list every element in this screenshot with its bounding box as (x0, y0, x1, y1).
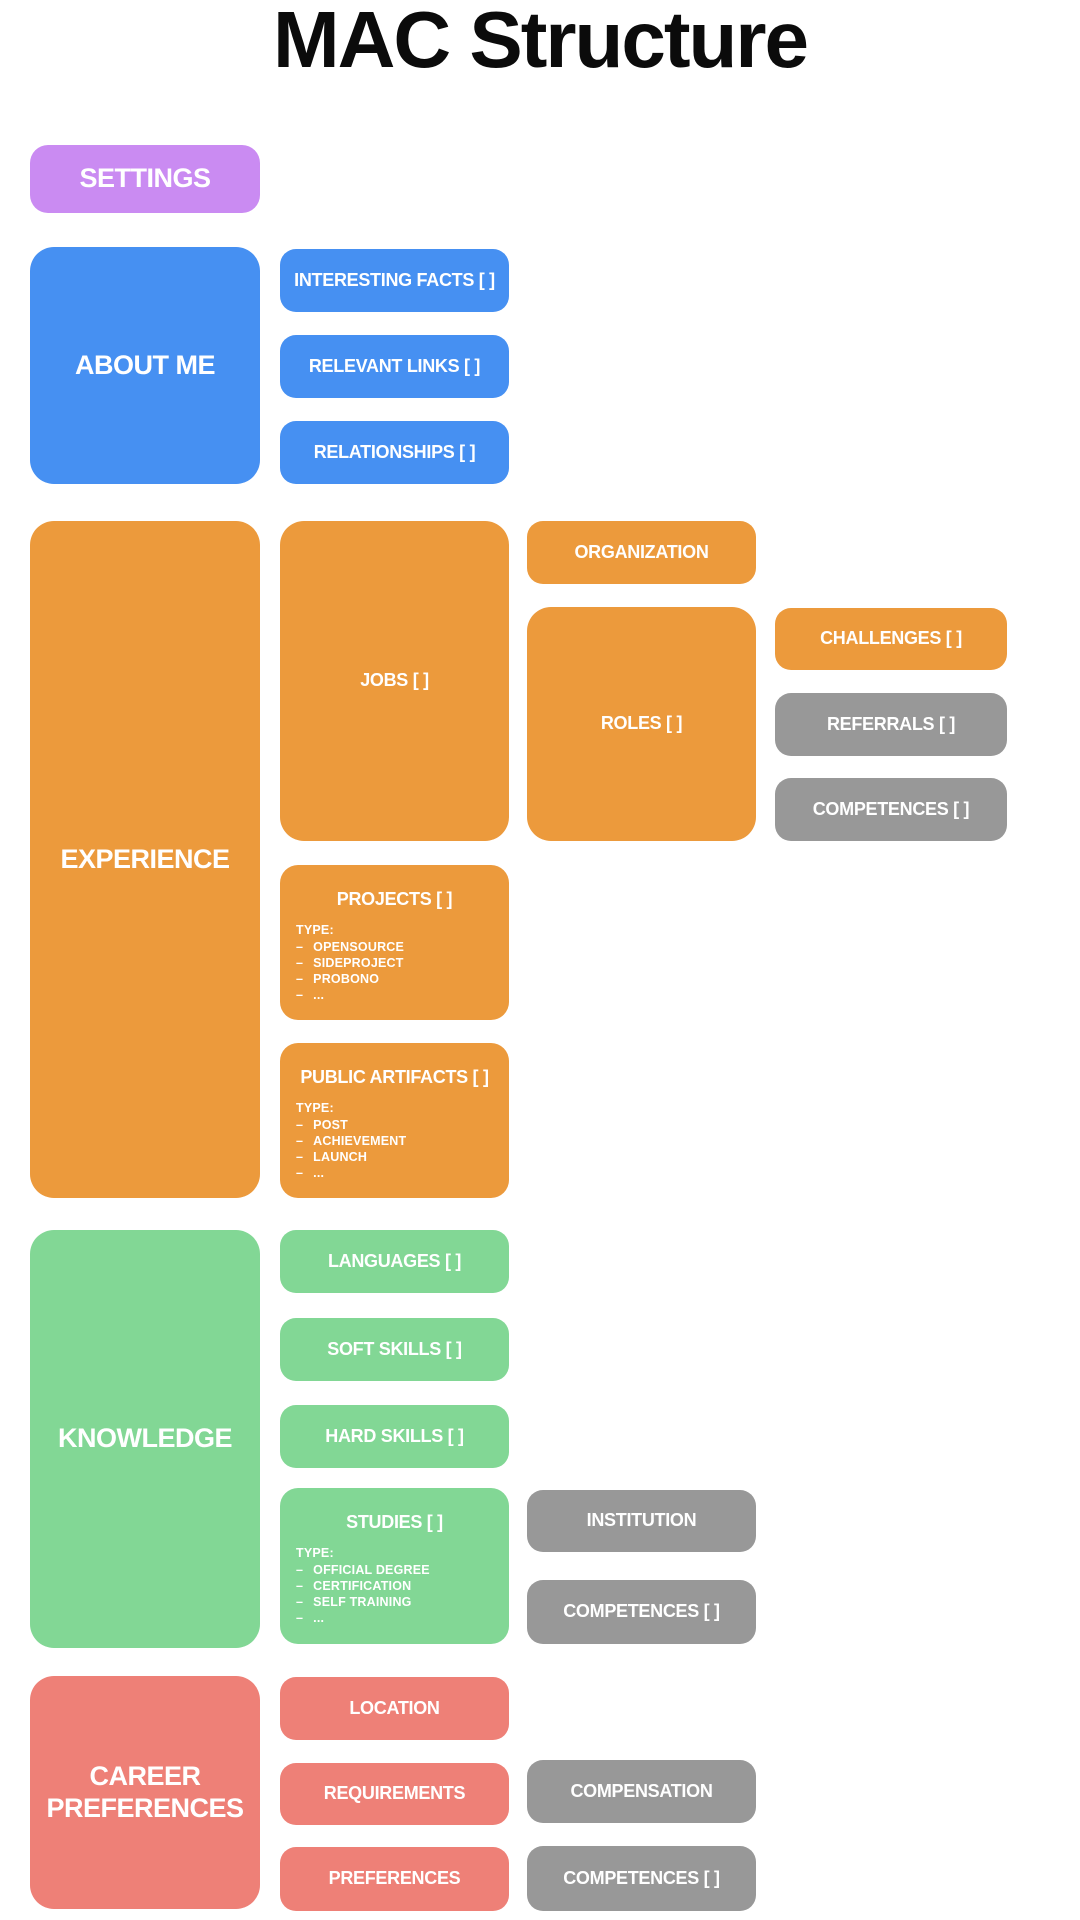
type-label: TYPE: (296, 922, 334, 937)
knowledge-label: KNOWLEDGE (58, 1423, 233, 1454)
interesting-facts-block: INTERESTING FACTS [ ] (280, 249, 509, 312)
type-label: TYPE: (296, 1100, 334, 1115)
roles-block: ROLES [ ] (527, 607, 756, 841)
type-item: ACHIEVEMENT (296, 1134, 499, 1148)
relationships-label: RELATIONSHIPS [ ] (313, 441, 476, 462)
knowledge-block: KNOWLEDGE (30, 1230, 260, 1648)
type-item: SIDEPROJECT (296, 956, 499, 970)
preferences-block: PREFERENCES (280, 1847, 509, 1911)
public-artifacts-label: PUBLIC ARTIFACTS [ ] (300, 1067, 489, 1087)
public-artifacts-type-list: POST ACHIEVEMENT LAUNCH... (296, 1118, 499, 1180)
hard-skills-label: HARD SKILLS [ ] (325, 1425, 464, 1446)
public-artifacts-block: PUBLIC ARTIFACTS [ ] TYPE: POST ACHIEVEME… (280, 1043, 509, 1198)
institution-block: INSTITUTION (527, 1490, 756, 1552)
challenges-label: CHALLENGES [ ] (820, 628, 962, 649)
page-title: MAC Structure (272, 0, 809, 84)
roles-competences-block: COMPETENCES [ ] (775, 778, 1007, 841)
settings-block: SETTINGS (30, 145, 260, 213)
type-item: ... (296, 1166, 499, 1180)
requirements-block: REQUIREMENTS (280, 1763, 509, 1825)
type-item: SELF TRAINING (296, 1595, 499, 1609)
institution-label: INSTITUTION (586, 1510, 697, 1531)
location-label: LOCATION (349, 1697, 440, 1718)
studies-competences-block: COMPETENCES [ ] (527, 1580, 756, 1644)
organization-block: ORGANIZATION (527, 521, 756, 584)
compensation-label: COMPENSATION (570, 1780, 713, 1801)
roles-competences-label: COMPETENCES [ ] (812, 798, 970, 819)
interesting-facts-label: INTERESTING FACTS [ ] (294, 269, 495, 290)
type-item: OPENSOURCE (296, 940, 499, 954)
about-me-block: ABOUT ME (30, 247, 260, 484)
compensation-block: COMPENSATION (527, 1760, 756, 1823)
organization-label: ORGANIZATION (574, 541, 709, 562)
location-block: LOCATION (280, 1677, 509, 1740)
relevant-links-block: RELEVANT LINKS [ ] (280, 335, 509, 398)
studies-label: STUDIES [ ] (346, 1512, 443, 1532)
experience-block: EXPERIENCE (30, 521, 260, 1198)
soft-skills-block: SOFT SKILLS [ ] (280, 1318, 509, 1381)
referrals-block: REFERRALS [ ] (775, 693, 1007, 756)
type-item: LAUNCH (296, 1150, 499, 1164)
relevant-links-label: RELEVANT LINKS [ ] (308, 355, 481, 376)
projects-type-section: TYPE: OPENSOURCE SIDEPROJECT PROBONO... (280, 910, 509, 1002)
type-label: TYPE: (296, 1545, 334, 1560)
projects-label: PROJECTS [ ] (336, 889, 453, 909)
type-item: OFFICIAL DEGREE (296, 1563, 499, 1577)
hard-skills-block: HARD SKILLS [ ] (280, 1405, 509, 1468)
studies-competences-label: COMPETENCES [ ] (563, 1601, 720, 1622)
public-artifacts-type-section: TYPE: POST ACHIEVEMENT LAUNCH... (280, 1088, 509, 1180)
career-competences-block: COMPETENCES [ ] (527, 1846, 756, 1911)
soft-skills-label: SOFT SKILLS [ ] (327, 1338, 462, 1359)
projects-block: PROJECTS [ ] TYPE: OPENSOURCE SIDEPROJECT… (280, 865, 509, 1020)
career-competences-label: COMPETENCES [ ] (563, 1867, 720, 1888)
type-item: PROBONO (296, 972, 499, 986)
preferences-label: PREFERENCES (328, 1868, 461, 1889)
challenges-block: CHALLENGES [ ] (775, 608, 1007, 670)
experience-label: EXPERIENCE (60, 843, 230, 874)
settings-label: SETTINGS (79, 163, 211, 194)
career-preferences-label: CAREER PREFERENCES (46, 1761, 244, 1823)
roles-label: ROLES [ ] (600, 713, 683, 734)
jobs-block: JOBS [ ] (280, 521, 509, 841)
type-item: ... (296, 988, 499, 1002)
projects-type-list: OPENSOURCE SIDEPROJECT PROBONO... (296, 940, 499, 1002)
career-preferences-block: CAREER PREFERENCES (30, 1676, 260, 1909)
languages-block: LANGUAGES [ ] (280, 1230, 509, 1293)
about-me-label: ABOUT ME (75, 349, 216, 380)
studies-type-section: TYPE: OFFICIAL DEGREE CERTIFICATION SELF T… (280, 1533, 509, 1625)
type-item: POST (296, 1118, 499, 1132)
languages-label: LANGUAGES [ ] (327, 1250, 462, 1271)
type-item: CERTIFICATION (296, 1579, 499, 1593)
type-item: ... (296, 1611, 499, 1625)
jobs-label: JOBS [ ] (360, 670, 429, 691)
referrals-label: REFERRALS [ ] (826, 713, 956, 734)
requirements-label: REQUIREMENTS (323, 1783, 466, 1804)
studies-block: STUDIES [ ] TYPE: OFFICIAL DEGREE CERTIFI… (280, 1488, 509, 1644)
relationships-block: RELATIONSHIPS [ ] (280, 421, 509, 484)
studies-type-list: OFFICIAL DEGREE CERTIFICATION SELF TRAININ… (296, 1563, 499, 1625)
